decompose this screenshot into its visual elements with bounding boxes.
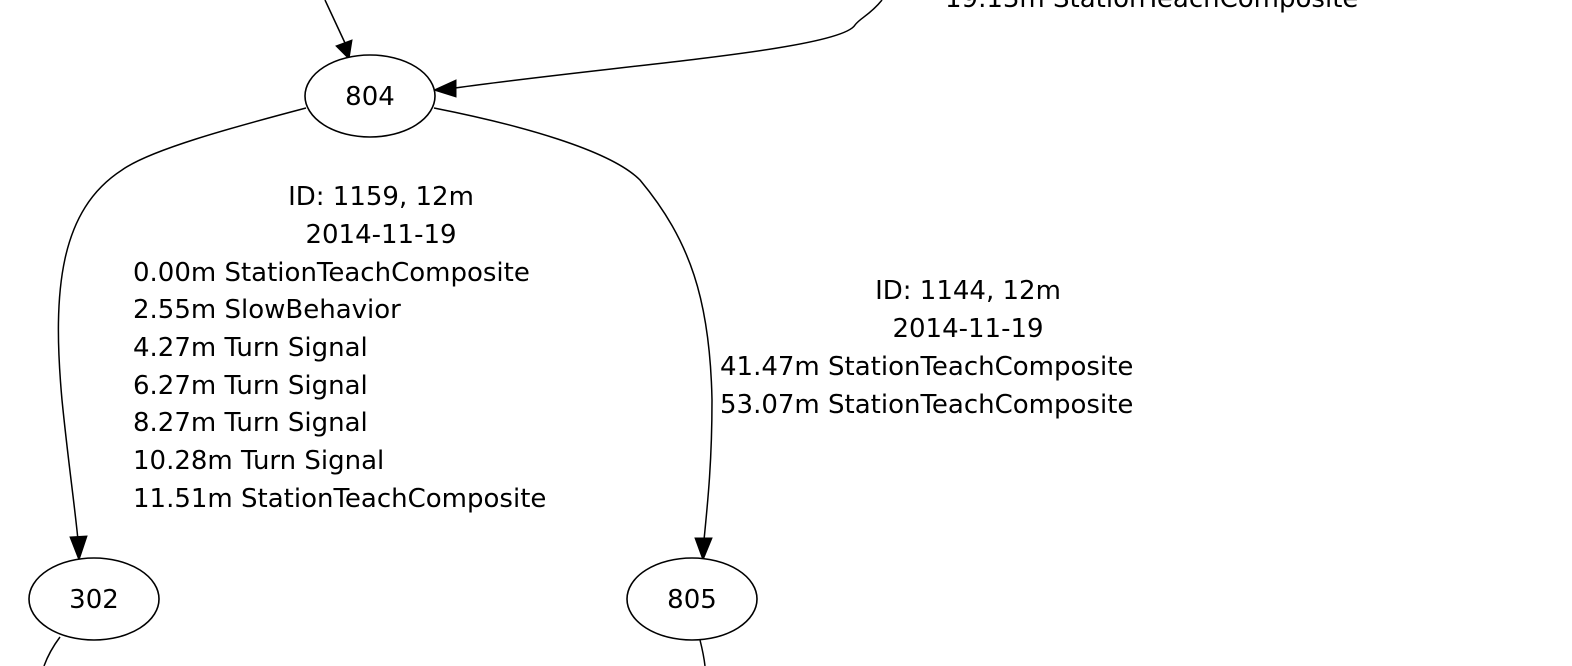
edge-label-1159-event: 4.27m Turn Signal [133,333,368,363]
edge-label-1159-event: 10.28m Turn Signal [133,446,384,476]
edge-label-1144: ID: 1144, 12m 2014-11-19 41.47m StationT… [720,276,1133,420]
node-302-ellipse [28,557,160,641]
node-804-ellipse [304,54,436,138]
edge-incoming-top-right [454,0,883,89]
edge-label-1159-header-date: 2014-11-19 [305,220,456,250]
node-302[interactable]: 302 [28,557,160,641]
arrowhead-incoming-top-right [432,79,457,98]
edge-label-1144-event: 41.47m StationTeachComposite [720,352,1133,382]
edge-label-top-right-event: 19.13m StationTeachComposite [945,0,1358,14]
node-302-label: 302 [69,585,119,615]
edge-804-to-805 [433,107,713,541]
edge-label-1159-event: 11.51m StationTeachComposite [133,484,546,514]
edges [43,0,883,666]
arrowhead-804-to-302 [69,535,88,562]
node-805[interactable]: 805 [626,557,758,641]
edge-label-1159-header-id: ID: 1159, 12m [288,182,474,212]
edge-302-outgoing [43,636,61,666]
edge-804-to-302 [57,107,307,541]
node-805-ellipse [626,557,758,641]
edge-805-outgoing [699,639,706,666]
arrowhead-804-to-805 [694,537,713,562]
edge-label-1144-header-date: 2014-11-19 [892,314,1043,344]
edge-label-1144-header-id: ID: 1144, 12m [875,276,1061,306]
node-804-label: 804 [345,82,395,112]
node-805-label: 805 [667,585,717,615]
edge-incoming-top-left [324,0,346,44]
edge-label-1159-event: 0.00m StationTeachComposite [133,258,530,288]
edge-label-1159-event: 6.27m Turn Signal [133,371,368,401]
edge-label-1159-event: 2.55m SlowBehavior [133,295,401,325]
node-804[interactable]: 804 [304,54,436,138]
arrowhead-incoming-top-left [335,39,353,61]
edge-label-top-right-partial: 19.13m StationTeachComposite [945,0,1358,14]
edge-label-1159: ID: 1159, 12m 2014-11-19 0.00m StationTe… [133,182,546,514]
edge-label-1159-event: 8.27m Turn Signal [133,408,368,438]
edge-label-1144-event: 53.07m StationTeachComposite [720,390,1133,420]
